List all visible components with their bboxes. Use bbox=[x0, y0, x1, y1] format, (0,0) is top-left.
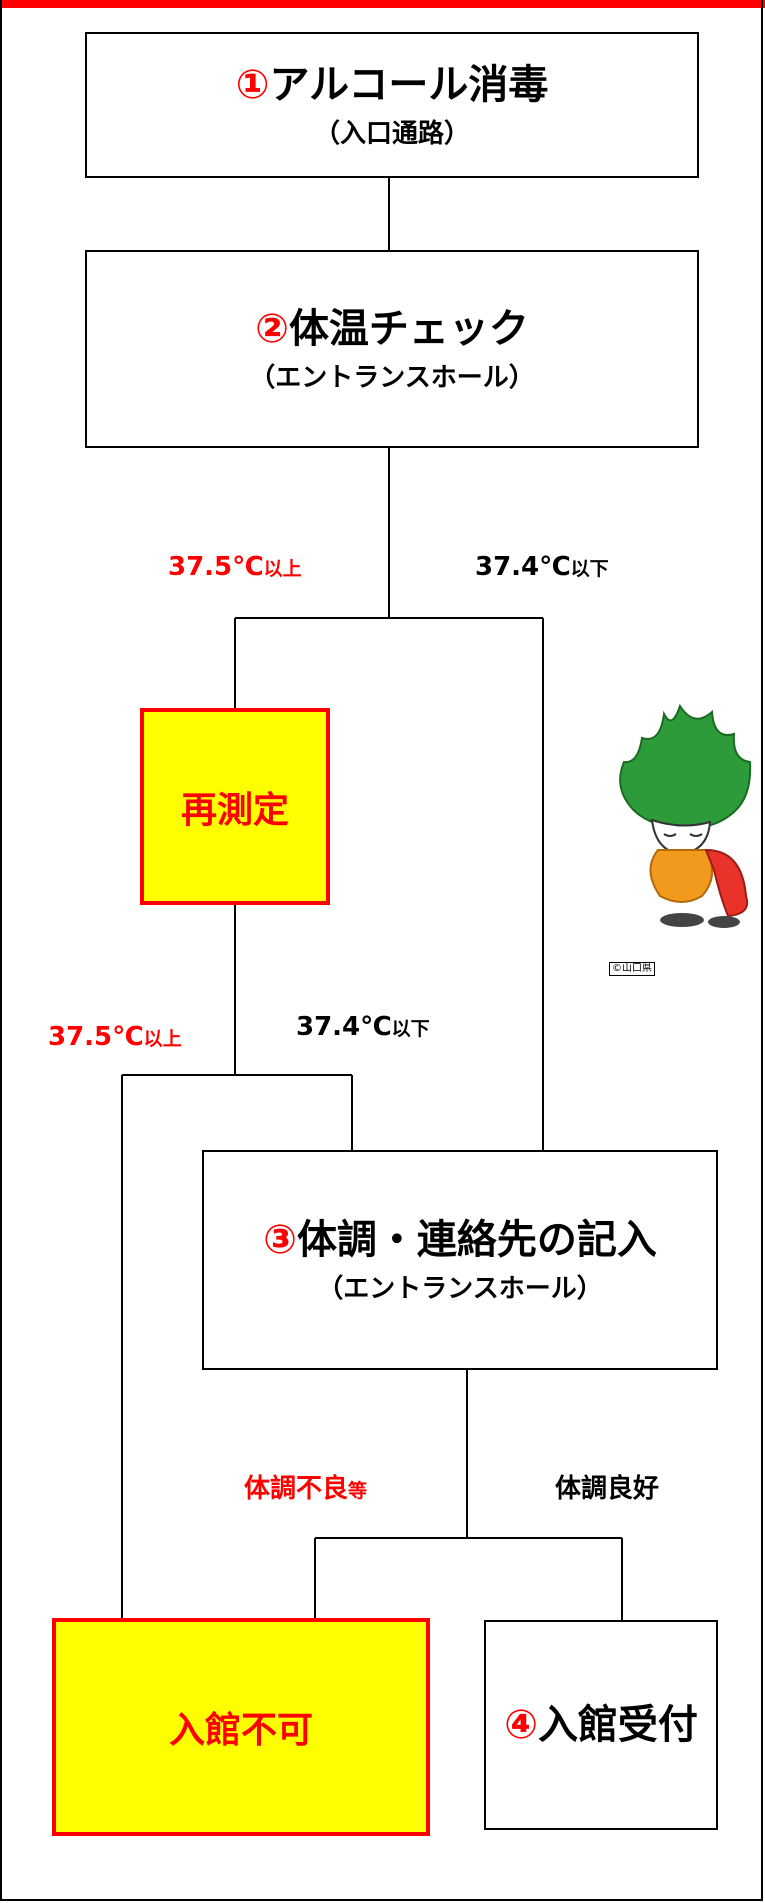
branch-value: 37.5℃ bbox=[168, 552, 264, 582]
step-reception-title: ④入館受付 bbox=[504, 1701, 698, 1749]
step-reception-box: ④入館受付 bbox=[484, 1620, 718, 1830]
step-temperature-location: （エントランスホール） bbox=[249, 362, 535, 393]
step-number: ④ bbox=[504, 1702, 538, 1748]
branch-condition-good: 体調良好 bbox=[555, 1468, 659, 1505]
step-temperature-title: ②体温チェック bbox=[255, 305, 529, 353]
step-number: ③ bbox=[263, 1216, 297, 1263]
image-credit: ©山口県 bbox=[609, 962, 655, 976]
step-record-label: 体調・連絡先の記入 bbox=[296, 1216, 657, 1263]
step-record-title: ③体調・連絡先の記入 bbox=[263, 1216, 657, 1264]
branch-temp2-high: 37.5℃以上 bbox=[48, 1022, 182, 1052]
branch-temp1-ok: 37.4℃以下 bbox=[475, 552, 609, 582]
branch-temp1-high: 37.5℃以上 bbox=[168, 552, 302, 582]
branch-condition-bad: 体調不良等 bbox=[244, 1468, 367, 1505]
branch-suffix: 以上 bbox=[143, 1028, 182, 1050]
step-temperature-box: ②体温チェック （エントランスホール） bbox=[85, 250, 699, 448]
step-alcohol-location: （入口通路） bbox=[313, 118, 470, 149]
remeasure-label: 再測定 bbox=[180, 789, 289, 831]
step-reception-label: 入館受付 bbox=[537, 1702, 698, 1748]
branch-suffix: 以下 bbox=[391, 1018, 430, 1040]
mascot-illustration bbox=[619, 703, 752, 928]
step-alcohol-label: アルコール消毒 bbox=[269, 61, 549, 108]
branch-value: 体調良好 bbox=[555, 1474, 660, 1504]
entry-denied-label: 入館不可 bbox=[168, 1710, 313, 1751]
remeasure-box: 再測定 bbox=[140, 708, 330, 905]
branch-value: 37.4℃ bbox=[296, 1012, 392, 1042]
step-record-box: ③体調・連絡先の記入 （エントランスホール） bbox=[202, 1150, 718, 1370]
step-temperature-label: 体温チェック bbox=[288, 305, 529, 352]
step-alcohol-box: ①アルコール消毒 （入口通路） bbox=[85, 32, 699, 178]
top-border-bar bbox=[0, 0, 765, 8]
branch-value: 37.4℃ bbox=[475, 552, 571, 582]
branch-temp2-ok: 37.4℃以下 bbox=[296, 1012, 430, 1042]
step-record-location: （エントランスホール） bbox=[317, 1273, 603, 1304]
branch-suffix: 以上 bbox=[263, 558, 302, 580]
branch-suffix: 以下 bbox=[570, 558, 609, 580]
entry-denied-box: 入館不可 bbox=[52, 1618, 430, 1836]
branch-suffix: 等 bbox=[348, 1480, 368, 1502]
step-alcohol-title: ①アルコール消毒 bbox=[236, 61, 549, 109]
branch-value: 体調不良 bbox=[244, 1474, 349, 1504]
step-number: ② bbox=[255, 305, 289, 352]
step-number: ① bbox=[235, 61, 270, 108]
branch-value: 37.5℃ bbox=[48, 1022, 144, 1052]
